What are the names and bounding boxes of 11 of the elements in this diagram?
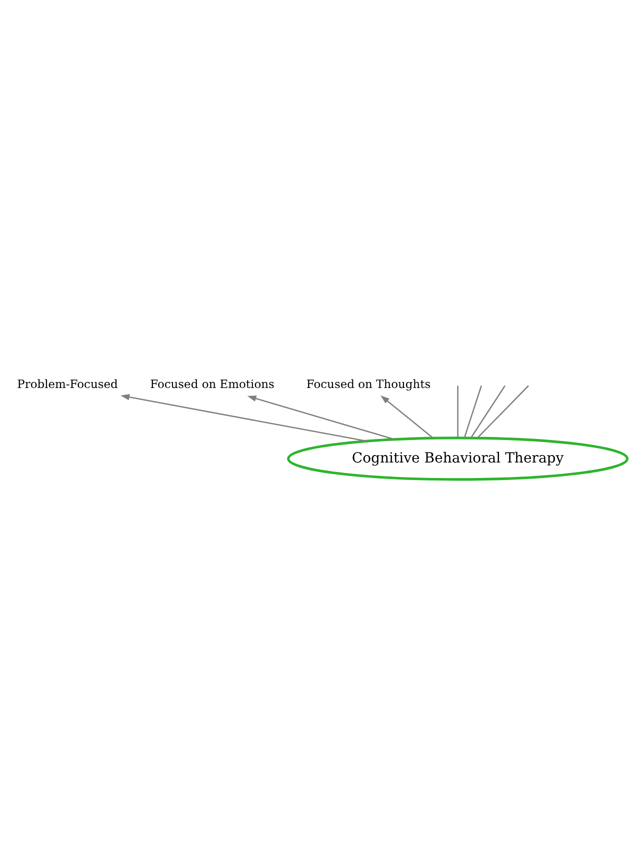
arrow	[380, 395, 434, 439]
connector	[464, 386, 482, 438]
arrow	[120, 394, 367, 442]
arrow	[247, 396, 395, 440]
connector	[476, 385, 529, 439]
node-text: Problem-Focused	[17, 376, 118, 391]
connector	[470, 385, 506, 438]
node-text: Focused on Emotions	[150, 376, 274, 391]
node-text: Focused on Thoughts	[306, 376, 431, 391]
node-ellipse: Cognitive Behavioral Therapy	[287, 436, 629, 481]
connector	[457, 386, 458, 438]
